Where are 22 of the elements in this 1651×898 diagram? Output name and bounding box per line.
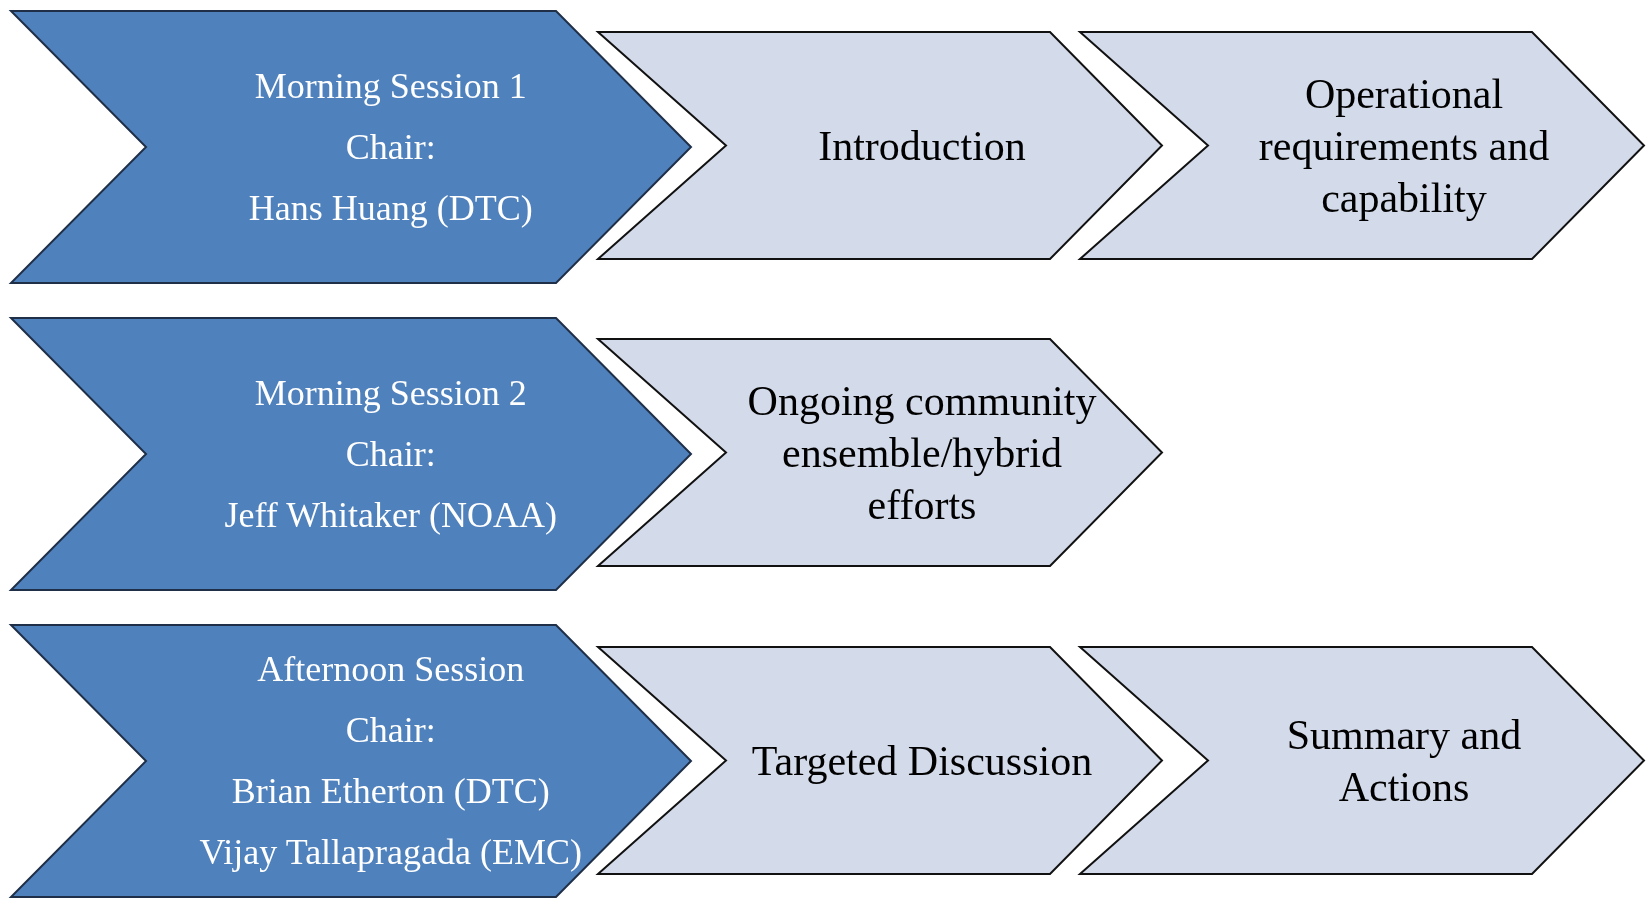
step-text: Chair: xyxy=(345,125,436,169)
step-text: Ongoing community ensemble/hybrid efforts xyxy=(746,376,1098,530)
step-text: Morning Session 1 xyxy=(254,64,527,108)
chevron-step xyxy=(11,625,691,897)
chevron-step xyxy=(598,32,1162,259)
step-text: Jeff Whitaker (NOAA) xyxy=(224,493,558,537)
step-text: Afternoon Session xyxy=(257,648,525,691)
step-text: Brian Etherton (DTC) xyxy=(231,770,550,813)
step-text: Hans Huang (DTC) xyxy=(248,186,533,230)
chevron-step xyxy=(1080,32,1644,259)
chevron-step xyxy=(11,318,691,590)
step-text: Operational requirements and capability xyxy=(1257,69,1551,223)
step-text: Introduction xyxy=(818,121,1026,171)
chevron-step xyxy=(598,339,1162,566)
step-text: Targeted Discussion xyxy=(751,736,1093,786)
step-text: Chair: xyxy=(345,709,436,752)
step-text: Summary and Actions xyxy=(1285,710,1523,812)
step-text: Morning Session 2 xyxy=(254,371,527,415)
step-text: Chair: xyxy=(345,432,436,476)
step-text: Vijay Tallapragada (EMC) xyxy=(199,831,582,874)
chevron-step xyxy=(598,647,1162,874)
chevron-step xyxy=(11,11,691,283)
